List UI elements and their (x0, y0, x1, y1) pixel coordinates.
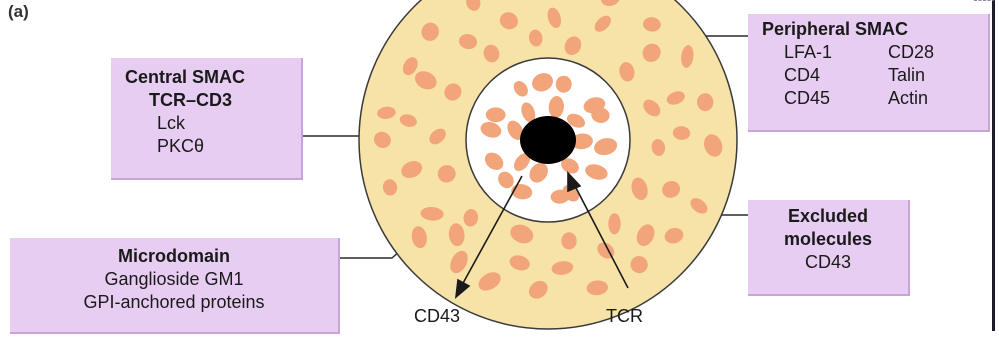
cd43-arrow-label: CD43 (414, 306, 460, 327)
peripheral-smac-box: Peripheral SMAC LFA-1 CD28 CD4 Talin CD4… (748, 14, 990, 132)
peripheral-smac-item: CD28 (888, 41, 988, 64)
central-smac-box: Central SMAC TCR–CD3 Lck PKCθ (111, 58, 303, 180)
peripheral-smac-item: LFA-1 (784, 41, 888, 64)
peripheral-smac-item: Actin (888, 87, 988, 110)
excluded-title-2: molecules (748, 228, 908, 251)
excluded-molecules-box: Excluded molecules CD43 (748, 200, 910, 296)
peripheral-smac-item: CD4 (784, 64, 888, 87)
excluded-title-1: Excluded (748, 205, 908, 228)
central-smac-title: Central SMAC (125, 66, 301, 89)
outer-blob (608, 213, 620, 234)
microdomain-box: Microdomain Ganglioside GM1 GPI-anchored… (10, 238, 340, 334)
tcr-arrow-label: TCR (606, 306, 643, 327)
center-dot (520, 116, 576, 164)
microdomain-line-2: GPI-anchored proteins (10, 291, 338, 314)
microdomain-title: Microdomain (10, 245, 338, 268)
peripheral-smac-item: Talin (888, 64, 988, 87)
peripheral-smac-item: CD45 (784, 87, 888, 110)
central-smac-line-1: TCR–CD3 (125, 89, 301, 112)
microdomain-line-1: Ganglioside GM1 (10, 268, 338, 291)
peripheral-smac-title: Peripheral SMAC (756, 18, 988, 41)
central-smac-line-2: Lck (125, 112, 301, 135)
central-smac-line-3: PKCθ (125, 135, 301, 158)
excluded-line-1: CD43 (748, 251, 908, 274)
